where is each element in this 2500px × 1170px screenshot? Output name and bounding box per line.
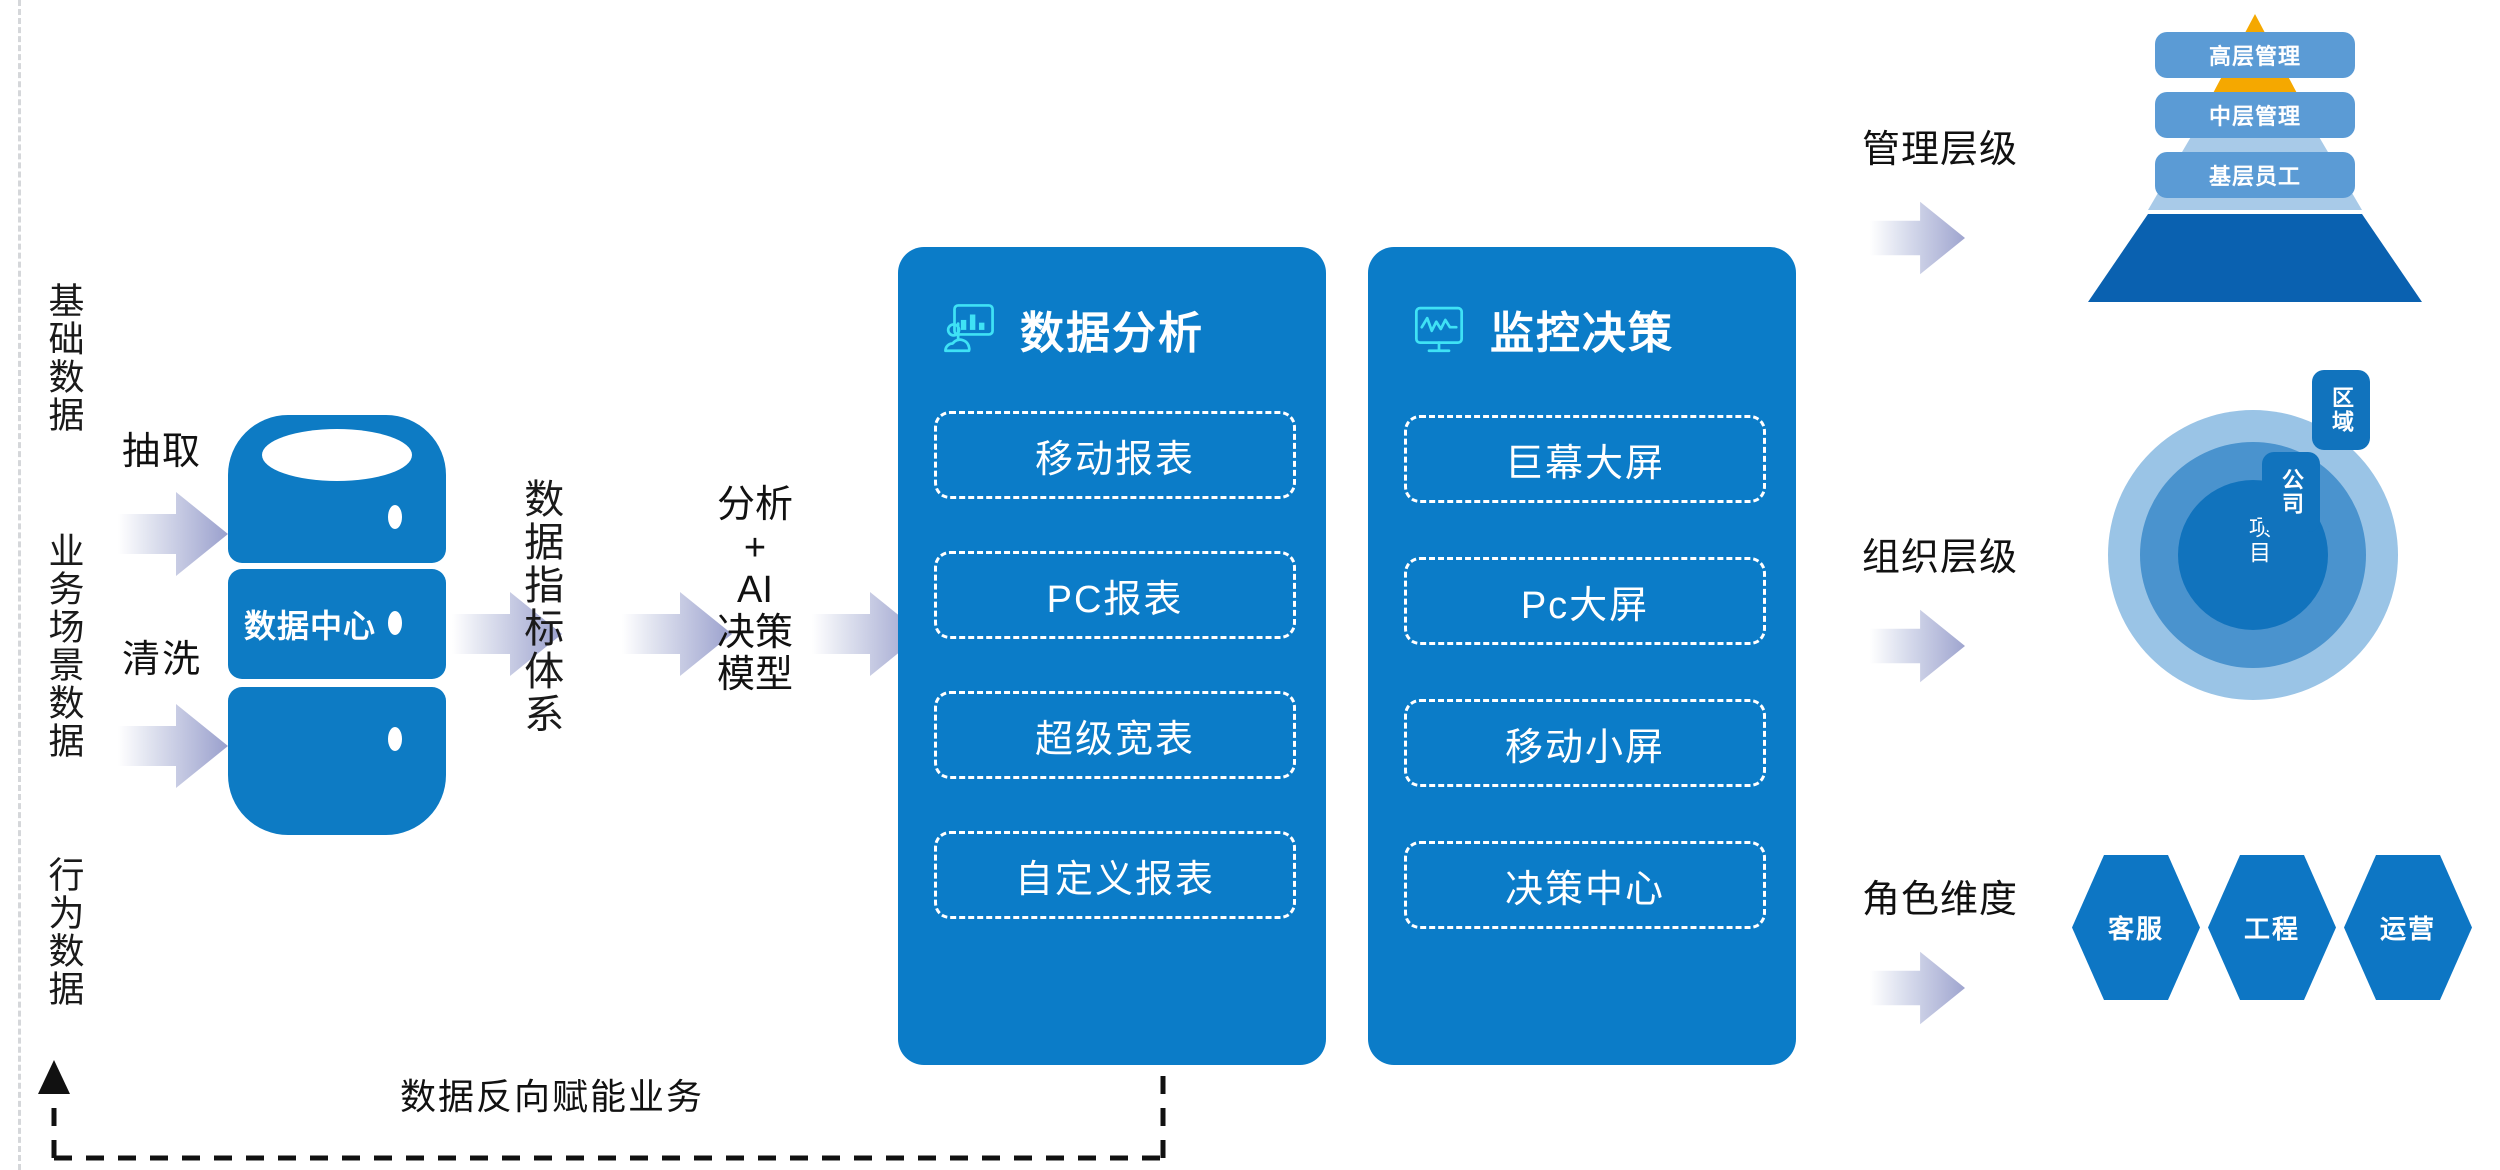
process-label-clean: 清洗 — [122, 639, 203, 681]
left-boundary-divider — [18, 0, 21, 1170]
arrow-to-panels-icon — [812, 592, 922, 676]
arrow-to-indicator-system-icon — [452, 592, 562, 676]
analysis-ai-model-label: 分析 + AI 决策 模型 — [716, 484, 793, 697]
hexagon-role-operations[interactable]: 运营 — [2344, 855, 2472, 1000]
panel-monitor-decision-header: 监控决策 — [1410, 297, 1674, 361]
chip-custom-report[interactable]: 自定义报表 — [934, 831, 1296, 919]
pyramid-badge-middle-management[interactable]: 中层管理 — [2155, 92, 2355, 138]
process-label-extract: 抽取 — [122, 431, 203, 473]
chip-decision-center[interactable]: 决策中心 — [1404, 841, 1766, 929]
db-indicator-dot-middle — [388, 611, 402, 635]
pyramid-level-bottom — [2088, 214, 2422, 302]
db-indicator-dot-bottom — [388, 727, 402, 751]
chip-decision-center-label: 决策中心 — [1504, 868, 1665, 911]
panel-data-analysis-header: 数据分析 — [940, 297, 1204, 361]
db-top-ellipse — [262, 429, 412, 481]
chip-mobile-screen-label: 移动小屏 — [1504, 726, 1665, 769]
indicator-system-label: 数据指标体系 — [518, 478, 563, 736]
db-segment-middle — [228, 569, 446, 679]
chart-screen-cloud-icon — [944, 304, 994, 353]
panel-data-analysis-title: 数据分析 — [1020, 309, 1204, 358]
hexagon-role-customer-service[interactable]: 客服 — [2072, 855, 2200, 1000]
chip-pc-screen-label: Pc大屏 — [1520, 584, 1650, 627]
arrow-org-level-icon — [1870, 609, 1965, 683]
feedback-label: 数据反向赋能业务 — [400, 1076, 705, 1117]
org-badge-region[interactable]: 区域 — [2312, 370, 2370, 450]
source-label-behavior-data: 行为数据 — [43, 856, 85, 1008]
data-center-label: 数据中心 — [244, 608, 377, 644]
pyramid-badge-senior-management-label: 高层管理 — [2208, 44, 2301, 69]
panel-monitor-decision-title: 监控决策 — [1490, 309, 1674, 358]
chip-custom-report-label: 自定义报表 — [1014, 858, 1215, 901]
chip-mobile-report-label: 移动报表 — [1034, 438, 1195, 481]
chip-super-wide-table[interactable]: 超级宽表 — [934, 691, 1296, 779]
feedback-loop-path — [38, 1060, 1166, 1161]
chip-mobile-report[interactable]: 移动报表 — [934, 411, 1296, 499]
chip-mobile-screen[interactable]: 移动小屏 — [1404, 699, 1766, 787]
hexagon-role-customer-service-label: 客服 — [2107, 914, 2164, 944]
arrow-to-analysis-model-icon — [622, 592, 732, 676]
arrow-extract-icon — [118, 492, 228, 576]
pyramid-badge-frontline-staff-label: 基层员工 — [2208, 164, 2301, 189]
org-badge-company-label: 公司 — [2279, 468, 2304, 516]
chip-pc-report[interactable]: PC报表 — [934, 551, 1296, 639]
panel-monitor-decision[interactable]: 监控决策 巨幕大屏 Pc大屏 移动小屏 决策中心 — [1368, 247, 1796, 1065]
chip-super-wide-table-label: 超级宽表 — [1034, 718, 1195, 761]
chip-giant-screen-label: 巨幕大屏 — [1504, 442, 1665, 485]
arrow-management-level-icon — [1870, 201, 1965, 275]
monitor-waveform-icon — [1414, 306, 1464, 353]
db-indicator-dot-top — [388, 505, 402, 529]
panel-data-analysis[interactable]: 数据分析 移动报表 PC报表 超级宽表 自定义报表 — [898, 247, 1326, 1065]
hexagon-role-operations-label: 运营 — [2379, 914, 2436, 944]
source-label-business-scene-data: 业务场景数据 — [43, 532, 85, 760]
pyramid-badge-frontline-staff[interactable]: 基层员工 — [2155, 152, 2355, 198]
data-center-cylinder: 数据中心 — [228, 415, 446, 835]
section-label-role-dimension: 角色维度 — [1862, 879, 2019, 921]
org-badge-region-label: 区域 — [2329, 386, 2354, 434]
chip-giant-screen[interactable]: 巨幕大屏 — [1404, 415, 1766, 503]
section-label-org-level: 组织层级 — [1862, 537, 2019, 579]
hexagon-role-engineering-label: 工程 — [2243, 914, 2300, 944]
feedback-arrow-head-icon — [38, 1060, 70, 1094]
chip-pc-report-label: PC报表 — [1046, 578, 1184, 621]
hexagon-role-engineering[interactable]: 工程 — [2208, 855, 2336, 1000]
chip-pc-screen[interactable]: Pc大屏 — [1404, 557, 1766, 645]
pyramid-badge-senior-management[interactable]: 高层管理 — [2155, 32, 2355, 78]
org-badge-company[interactable]: 公司 — [2262, 452, 2320, 532]
arrow-clean-icon — [118, 704, 228, 788]
db-segment-bottom — [228, 687, 446, 835]
pyramid-badge-middle-management-label: 中层管理 — [2208, 104, 2301, 129]
arrow-role-dimension-icon — [1870, 951, 1965, 1025]
section-label-management-level: 管理层级 — [1862, 129, 2019, 171]
source-label-basic-data: 基础数据 — [43, 282, 85, 434]
